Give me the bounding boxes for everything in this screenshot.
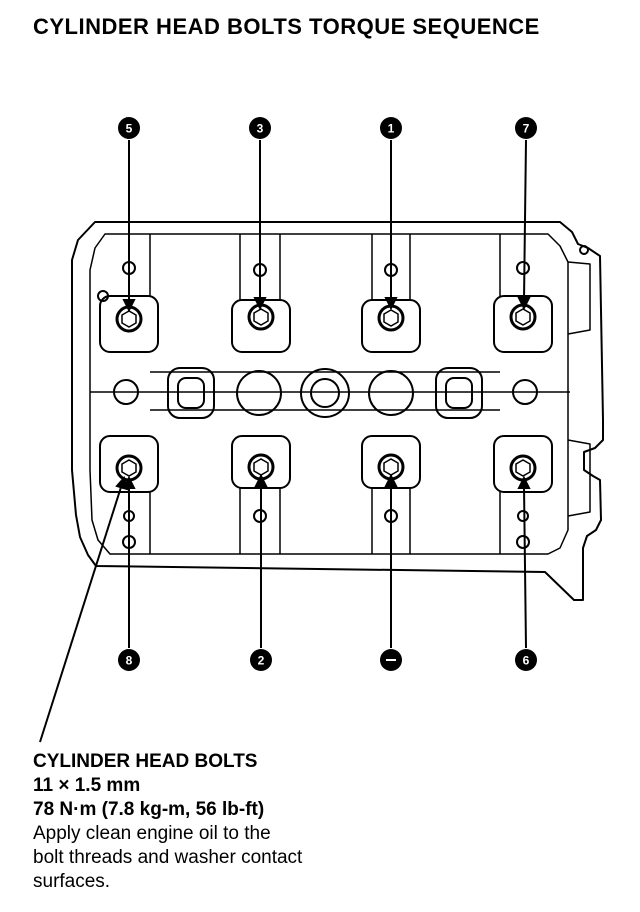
cam-journal-wall-3 [149, 234, 501, 554]
bolt-boss-lower-4 [493, 435, 553, 493]
svg-text:3: 3 [257, 122, 264, 136]
spec-leader-line [39, 483, 123, 743]
sequence-markers: 5 3 1 7 8 2 6 [118, 117, 537, 671]
dowel-hole [516, 261, 530, 275]
spec-note-line: Apply clean engine oil to the [33, 823, 271, 844]
svg-text:6: 6 [523, 654, 530, 668]
oil-passage-hole [579, 245, 589, 255]
bolt-head-6 [509, 454, 537, 482]
leader-arrows [39, 139, 531, 743]
diagram-title: CYLINDER HEAD BOLTS TORQUE SEQUENCE [33, 14, 540, 39]
cam-journal-wall-2 [371, 234, 411, 554]
sequence-marker-8: 8 [118, 649, 140, 671]
dowel-hole [516, 535, 530, 549]
spark-plug-bore-2 [368, 370, 414, 416]
svg-text:2: 2 [258, 654, 265, 668]
spec-bolt-size: 11 × 1.5 mm [33, 775, 141, 796]
spark-plug-bore-1 [236, 370, 282, 416]
cylinder-head-outline [71, 221, 604, 601]
spec-note-line: bolt threads and washer contact [33, 847, 303, 868]
sequence-marker-3: 3 [249, 117, 271, 139]
center-rib-lower [150, 371, 500, 411]
cam-journal-wall-1 [239, 234, 281, 554]
svg-text:7: 7 [523, 122, 530, 136]
cam-boss-hole-2 [300, 368, 350, 418]
sequence-marker-2: 2 [250, 649, 272, 671]
center-boss-left [167, 367, 215, 419]
spec-torque: 78 N·m (7.8 kg-m, 56 lb-ft) [33, 799, 265, 820]
left-boss-hole [113, 379, 139, 405]
center-boss-right [435, 367, 483, 419]
svg-text:5: 5 [126, 122, 133, 136]
bolt-head-7 [509, 303, 537, 331]
spec-note-line: surfaces. [33, 871, 111, 892]
right-boss-hole [512, 379, 538, 405]
center-boss-right-inner [445, 377, 473, 409]
svg-text:8: 8 [126, 654, 133, 668]
right-side-boss-upper [567, 261, 591, 335]
bolt-boss-upper-4 [493, 295, 553, 353]
dowel-hole [517, 510, 529, 522]
bolt-head-3 [247, 303, 275, 331]
center-boss-left-inner [177, 377, 205, 409]
sequence-marker-7: 7 [515, 117, 537, 139]
right-side-boss-lower [567, 439, 591, 517]
cylinder-head-inner-outline [89, 233, 569, 555]
bolt-spec-callout: CYLINDER HEAD BOLTS 11 × 1.5 mm 78 N·m (… [33, 750, 433, 894]
svg-text:1: 1 [388, 122, 395, 136]
sequence-marker-5: 5 [118, 117, 140, 139]
sequence-marker-1: 1 [380, 117, 402, 139]
spec-heading: CYLINDER HEAD BOLTS [33, 751, 258, 772]
sequence-marker-6: 6 [515, 649, 537, 671]
cam-boss-hole-1 [310, 378, 340, 408]
sequence-marker-4 [380, 649, 402, 671]
dowel-hole [97, 290, 109, 302]
